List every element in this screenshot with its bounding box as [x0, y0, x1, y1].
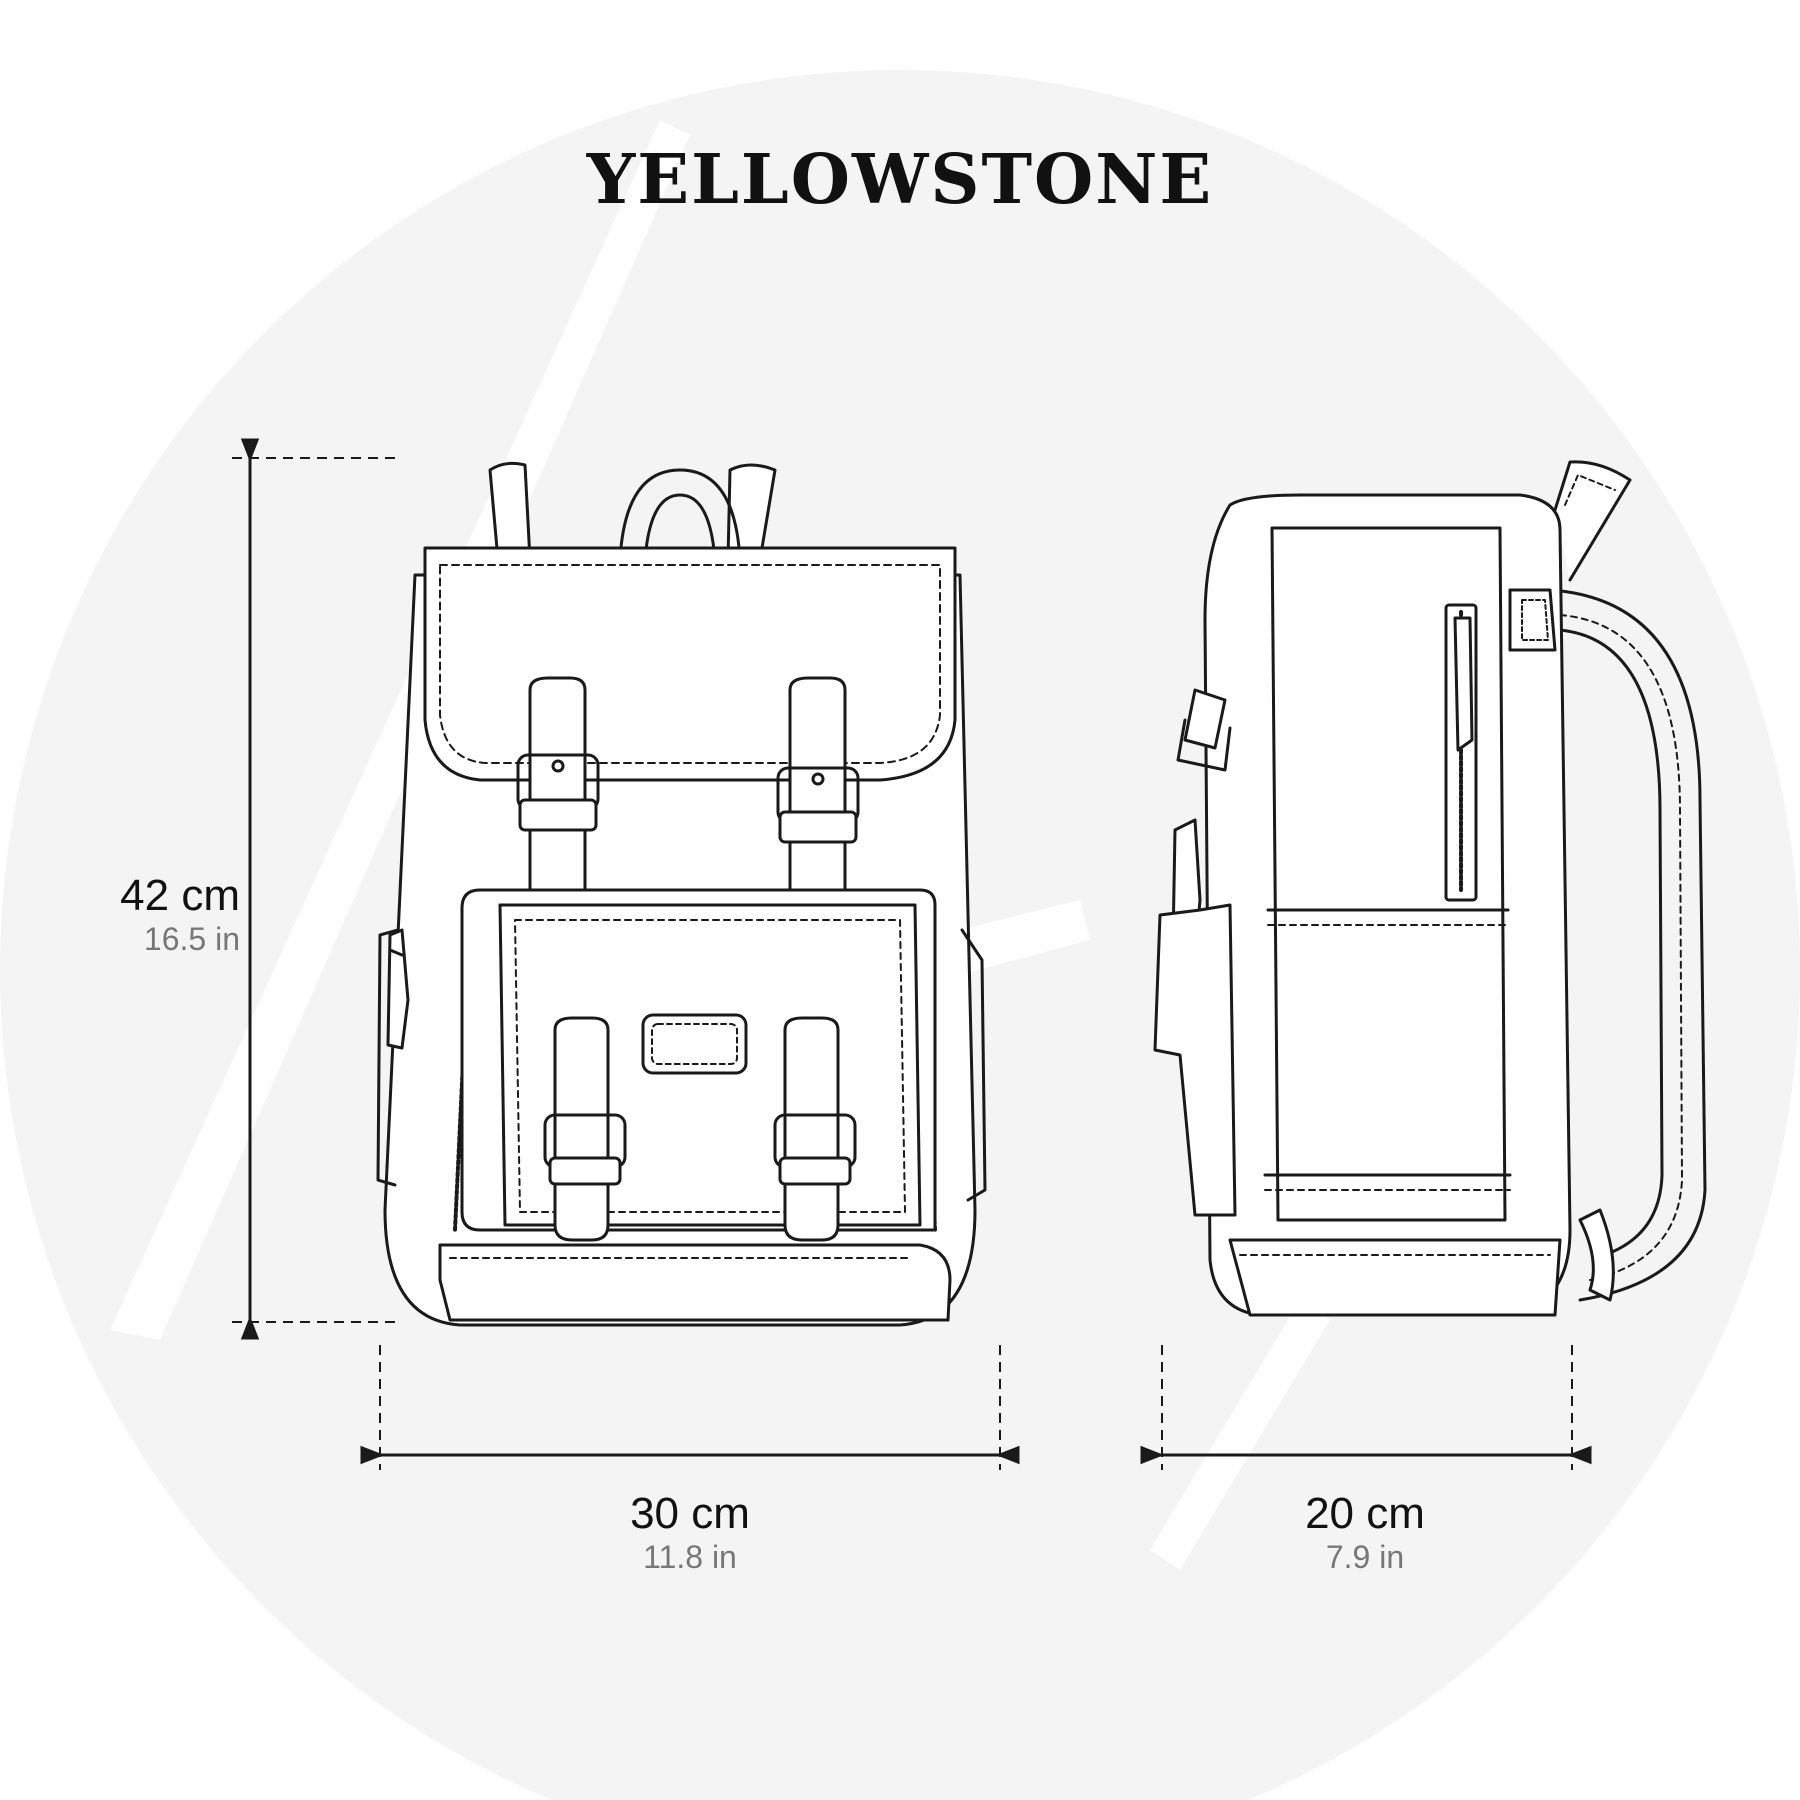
width-dimension-line [360, 1345, 1020, 1470]
width-cm: 30 cm [630, 1489, 750, 1538]
depth-cm: 20 cm [1305, 1489, 1425, 1538]
backpack-front-view [376, 461, 987, 1327]
depth-dimension-line [1140, 1345, 1592, 1470]
backpack-side-view [1153, 460, 1707, 1317]
depth-label: 20 cm 7.9 in [1215, 1490, 1515, 1576]
height-cm: 42 cm [120, 871, 240, 920]
height-label: 42 cm 16.5 in [80, 872, 240, 958]
depth-in: 7.9 in [1325, 1539, 1405, 1575]
height-dimension-line [232, 438, 400, 1340]
width-label: 30 cm 11.8 in [540, 1490, 840, 1576]
product-title: YELLOWSTONE [586, 140, 1214, 220]
height-in: 16.5 in [143, 921, 240, 957]
width-in: 11.8 in [643, 1539, 737, 1575]
